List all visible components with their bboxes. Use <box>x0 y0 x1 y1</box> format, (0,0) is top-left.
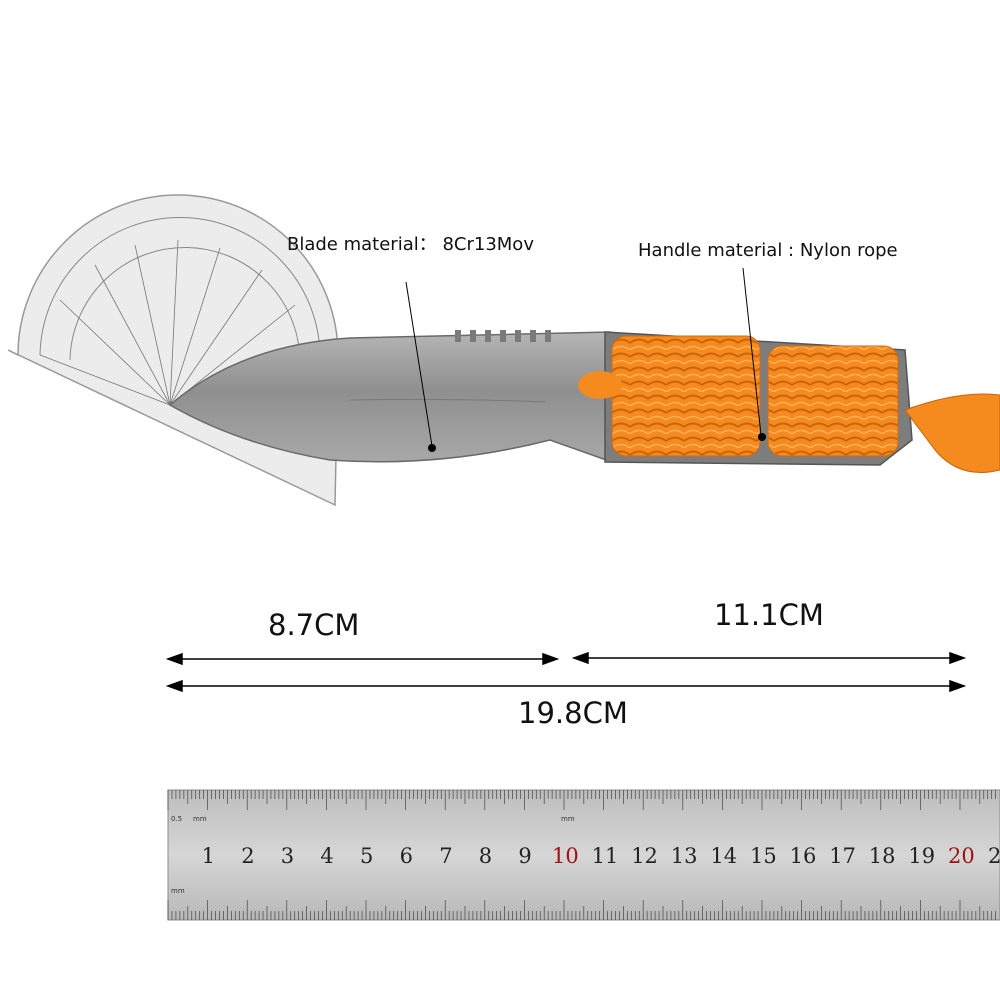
ruler-mm-label: mm <box>171 887 185 895</box>
ruler-number: 19 <box>908 844 936 868</box>
knife-handle <box>578 331 1000 473</box>
ruler-mm-label: mm <box>193 815 207 823</box>
blade-material-label: Blade material： 8Cr13Mov <box>287 234 534 255</box>
blade-pointer-line <box>405 281 433 447</box>
ruler-number: 1 <box>201 844 215 868</box>
handle-material-label: Handle material : Nylon rope <box>638 240 898 261</box>
ruler-number: 18 <box>868 844 896 868</box>
ruler-unit-label: 0.5 <box>171 815 183 823</box>
ruler-number: 8 <box>478 844 493 868</box>
total-length-label: 19.8CM <box>518 696 628 730</box>
ruler-number: 13 <box>670 844 698 868</box>
ruler-number: 11 <box>591 844 619 868</box>
ruler-number: 17 <box>829 844 856 868</box>
steel-ruler <box>167 789 1000 921</box>
ruler-number: 5 <box>360 844 374 868</box>
ruler-number: 2 <box>241 844 255 868</box>
ruler-number: 14 <box>710 844 738 868</box>
knife-blade <box>168 330 613 464</box>
blade-length-label: 8.7CM <box>268 608 360 642</box>
dimension-arrows <box>165 651 967 693</box>
ruler-number: 15 <box>750 844 777 868</box>
ruler-number: 12 <box>631 844 658 868</box>
ruler-number: 16 <box>789 844 817 868</box>
ruler-number: 10 <box>552 844 579 868</box>
ruler-number: 3 <box>280 844 295 868</box>
handle-length-label: 11.1CM <box>714 598 824 632</box>
ruler-mm-label: mm <box>561 815 575 823</box>
blade-pointer-dot <box>428 444 436 452</box>
ruler-number: 6 <box>399 844 413 868</box>
handle-pointer-line <box>742 267 762 436</box>
ruler-number: 20 <box>948 844 975 868</box>
handle-pointer-dot <box>758 433 766 441</box>
ruler-number: 2 <box>988 844 1000 868</box>
ruler-number: 7 <box>439 844 453 868</box>
ruler-number: 4 <box>320 844 334 868</box>
ruler-number: 9 <box>518 844 532 868</box>
